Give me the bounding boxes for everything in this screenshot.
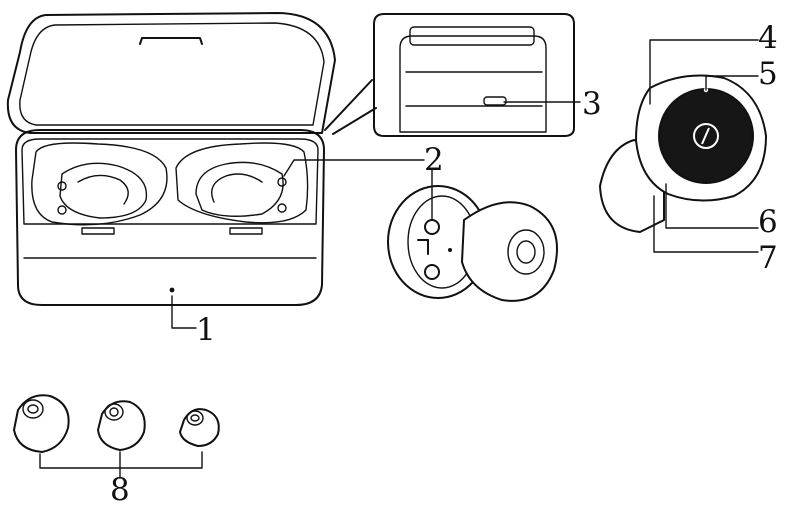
- callout-6-microphone: 6: [758, 204, 778, 240]
- ear-tips: [14, 395, 219, 452]
- callout-7-charging-pins: 7: [758, 240, 778, 276]
- callout-1-case: 1: [196, 312, 216, 348]
- callout-5-indicator: 5: [758, 56, 778, 92]
- callout-4-touch-area: 4: [758, 20, 778, 56]
- earbud-contact-view: [388, 186, 557, 301]
- usb-port-inset: [325, 14, 574, 136]
- charging-case: [8, 13, 335, 305]
- callout-3-usb-port: 3: [582, 86, 602, 122]
- callout-2-charging-contacts: 2: [424, 142, 444, 178]
- earbud-front-view: [600, 76, 766, 232]
- callout-8-ear-tips: 8: [110, 472, 130, 507]
